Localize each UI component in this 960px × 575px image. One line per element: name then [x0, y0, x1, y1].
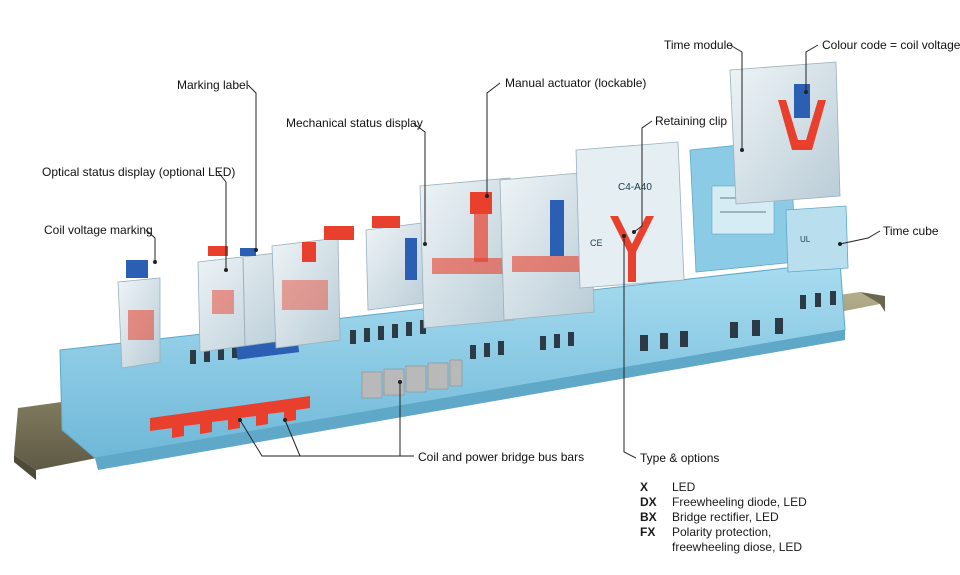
time-cube: UL: [785, 205, 849, 273]
relays: C4-A40 CE UL: [117, 61, 849, 369]
legend-desc: freewheeling diose, LED: [672, 540, 803, 554]
legend-code: BX: [640, 510, 657, 524]
relay-large-blue: [499, 171, 595, 321]
time-module-top: [729, 61, 841, 205]
callout-marking-label: Marking label: [177, 78, 249, 92]
relay-blue-actuator-small: [365, 216, 433, 311]
time-cube-mark: UL: [800, 235, 811, 244]
legend-code: X: [640, 480, 649, 494]
callout-optical-status: Optical status display (optional LED): [42, 165, 236, 179]
relay-red-actuator-small: [271, 226, 354, 349]
callout-manual-actuator: Manual actuator (lockable): [505, 76, 647, 90]
small-relay-1: [117, 260, 161, 369]
leader-lines: [145, 44, 881, 459]
relay-c4-retaining-clip: C4-A40 CE: [575, 141, 685, 289]
ce-mark: CE: [590, 238, 603, 248]
callout-type-options: Type & options: [640, 451, 720, 465]
callout-time-module: Time module: [664, 38, 733, 52]
relay-sockets: [59, 261, 846, 470]
leader-dots: [153, 90, 842, 422]
red-bus-bars: [150, 396, 310, 438]
legend-desc: Polarity protection,: [672, 525, 772, 539]
legend-desc: Freewheeling diode, LED: [672, 495, 807, 509]
callout-bus-bars: Coil and power bridge bus bars: [418, 450, 585, 464]
small-relays-2: [197, 246, 289, 353]
type-options-legend: X LED DX Freewheeling diode, LED BX Brid…: [640, 480, 807, 555]
legend-code: DX: [640, 495, 657, 509]
callout-mechanical-status: Mechanical status display: [286, 116, 423, 130]
legend-row-bx: BX Bridge rectifier, LED: [640, 510, 807, 525]
legend-row-fx: FX Polarity protection,: [640, 525, 807, 540]
callout-colour-code: Colour code = coil voltage: [822, 38, 960, 52]
legend-row-fx-continued: freewheeling diose, LED: [640, 540, 807, 555]
relay-front-code: C4-A40: [618, 182, 652, 193]
callout-retaining-clip: Retaining clip: [655, 114, 728, 128]
relay-large-red: [419, 177, 515, 329]
legend-row-x: X LED: [640, 480, 807, 495]
legend-code: FX: [640, 525, 656, 539]
legend-row-dx: DX Freewheeling diode, LED: [640, 495, 807, 510]
legend-desc: Bridge rectifier, LED: [672, 510, 779, 524]
legend-desc: LED: [672, 480, 696, 494]
callout-coil-voltage-marking: Coil voltage marking: [44, 223, 153, 237]
callout-time-cube: Time cube: [883, 224, 939, 238]
